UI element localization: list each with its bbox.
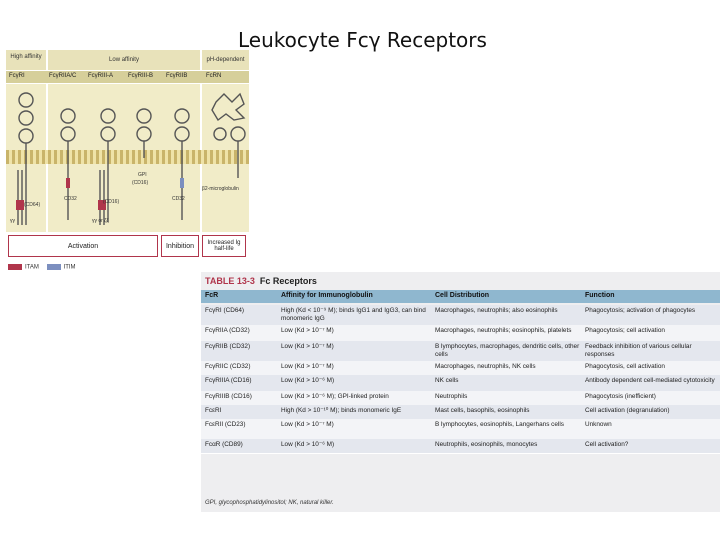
table-cell: Antibody dependent cell-mediated cytotox… — [585, 377, 715, 384]
table-row: FcγRIIC (CD32) Low (Kd > 10⁻⁷ M) Macrophag… — [201, 361, 720, 376]
table-title-text: Fc Receptors — [259, 276, 317, 286]
table-cell: Cell activation? — [585, 441, 629, 448]
cell-membrane — [6, 150, 249, 164]
table-row: FcεRI High (Kd > 10⁻¹⁰ M); binds monomeri… — [201, 405, 720, 420]
table-cell: FcγRIIA (CD32) — [205, 327, 250, 334]
table-row: FcγRIIIA (CD16) Low (Kd > 10⁻⁶ M) NK cells… — [201, 375, 720, 392]
receptor-name: FcγRI — [9, 73, 25, 79]
table-row: FcγRI (CD64) High (Kd < 10⁻⁹ M); binds Ig… — [201, 305, 720, 326]
receptor-name: FcRN — [206, 73, 222, 79]
table-cell: B lymphocytes, macrophages, dendritic ce… — [435, 343, 580, 358]
itim-label: ITIM — [63, 264, 76, 271]
fc-receptor-table: TABLE 13-3 Fc Receptors FcR Affinity for… — [201, 272, 720, 512]
receptor-diagram — [16, 92, 246, 225]
table-title: TABLE 13-3 Fc Receptors — [205, 276, 317, 286]
inhibition-label: Inhibition — [165, 242, 195, 250]
table-cell: Low (Kd > 10⁻⁷ M) — [281, 421, 334, 428]
table-cell: Macrophages, neutrophils, NK cells — [435, 363, 536, 370]
table-cell: FcγRIIC (CD32) — [205, 363, 251, 370]
annotation: (CD64) — [24, 202, 41, 208]
table-cell: Low (Kd > 10⁻⁷ M) — [281, 327, 334, 334]
table-cell: FcγRIIIB (CD16) — [205, 393, 252, 400]
fcgriiib-receptor-icon — [136, 108, 152, 158]
table-cell: Unknown — [585, 421, 612, 428]
table-cell: FcγRIIB (CD32) — [205, 343, 251, 350]
fcrn-receptor-icon — [211, 92, 246, 178]
column-header: Cell Distribution — [435, 292, 490, 299]
annotation: (CD16) — [132, 180, 149, 186]
annotation: γγ or ζζ — [92, 218, 109, 224]
table-cell: Phagocytosis (inefficient) — [585, 393, 656, 400]
table-cell: Phagocytosis, cell activation — [585, 363, 665, 370]
annotation: β2-microglobulin — [202, 186, 239, 192]
table-cell: Mast cells, basophils, eosinophils — [435, 407, 530, 414]
receptor-name: FcγRIIA/C — [49, 73, 77, 79]
column-header: Function — [585, 292, 615, 299]
annotation: (CD16) — [103, 199, 120, 205]
receptor-name: FcγRIII-B — [128, 73, 153, 79]
table-cell: Neutrophils, eosinophils, monocytes — [435, 441, 538, 448]
slide-title: Leukocyte Fcγ Receptors — [238, 28, 487, 52]
table-number: TABLE 13-3 — [205, 276, 255, 286]
table-cell: Neutrophils — [435, 393, 468, 400]
low-affinity-header: Low affinity — [48, 50, 200, 70]
table-cell: FcεRI — [205, 407, 222, 414]
fcgriib-receptor-icon — [174, 108, 190, 220]
column-header: FcR — [205, 292, 219, 299]
table-row: FcγRIIIB (CD16) Low (Kd > 10⁻⁶ M); GPI-li… — [201, 391, 720, 406]
table-cell: FcεRII (CD23) — [205, 421, 246, 428]
ph-dependent-header: pH-dependent — [202, 50, 249, 70]
fc-receptor-figure: High affinity Low affinity pH-dependent … — [6, 50, 249, 275]
table-footnote: GPI, glycophosphatidylinositol; NK, natu… — [205, 500, 334, 506]
ph-dependent-label: pH-dependent — [206, 57, 245, 63]
annotation: CD32 — [64, 196, 77, 202]
halflife-bar: Increased Ig half-life — [202, 235, 246, 257]
table-cell: Low (Kd > 10⁻⁶ M) — [281, 441, 335, 448]
activation-bar: Activation — [8, 235, 158, 257]
table-cell: Low (Kd > 10⁻⁶ M) — [281, 377, 335, 384]
table-row: FcγRIIB (CD32) Low (Kd > 10⁻⁷ M) B lymphoc… — [201, 341, 720, 362]
itam-label: ITAM — [25, 264, 39, 271]
annotation: γγ — [10, 218, 15, 224]
fcgri-receptor-icon — [16, 92, 34, 225]
table-row: FcγRIIA (CD32) Low (Kd > 10⁻⁷ M) Macrophag… — [201, 325, 720, 342]
itim-swatch-icon — [46, 264, 61, 270]
annotation: GPI — [138, 172, 147, 178]
fcgriia-receptor-icon — [60, 108, 76, 220]
column-header: Affinity for Immunoglobulin — [281, 292, 373, 299]
figure-legend: ITAM ITIM — [8, 264, 76, 271]
itam-swatch-icon — [8, 264, 22, 270]
receptor-name: FcγRIIB — [166, 73, 188, 79]
table-cell: High (Kd > 10⁻¹⁰ M); binds monomeric IgE — [281, 407, 402, 414]
table-row: FcεRII (CD23) Low (Kd > 10⁻⁷ M) B lymphocy… — [201, 419, 720, 440]
table-cell: B lymphocytes, eosinophils, Langerhans c… — [435, 421, 564, 428]
table-cell: High (Kd < 10⁻⁹ M); binds IgG1 and IgG3,… — [281, 307, 426, 322]
table-cell: FcγRIIIA (CD16) — [205, 377, 252, 384]
table-cell: Cell activation (degranulation) — [585, 407, 670, 414]
fcgriiia-receptor-icon — [98, 108, 116, 225]
high-affinity-header: High affinity — [6, 50, 46, 70]
table-cell: Low (Kd > 10⁻⁶ M); GPI-linked protein — [281, 393, 389, 400]
high-affinity-label: High affinity — [10, 54, 42, 60]
table-cell: Macrophages, neutrophils; eosinophils, p… — [435, 327, 572, 334]
table-cell: Macrophages, neutrophils; also eosinophi… — [435, 307, 558, 314]
table-row: FcαR (CD89) Low (Kd > 10⁻⁶ M) Neutrophils,… — [201, 439, 720, 454]
table-cell: NK cells — [435, 377, 459, 384]
activation-label: Activation — [67, 242, 99, 250]
annotation: CD32 — [172, 196, 185, 202]
table-cell: Low (Kd > 10⁻⁷ M) — [281, 343, 334, 350]
table-cell: Phagocytosis; cell activation — [585, 327, 665, 334]
halflife-label: Increased Ig half-life — [207, 240, 241, 252]
table-cell: Phagocytosis; activation of phagocytes — [585, 307, 696, 314]
table-cell: Low (Kd > 10⁻⁷ M) — [281, 363, 334, 370]
table-cell: FcγRI (CD64) — [205, 307, 245, 314]
receptor-name: FcγRIII-A — [88, 73, 113, 79]
receptor-names-row: FcγRI FcγRIIA/C FcγRIII-A FcγRIII-B FcγR… — [6, 71, 249, 83]
low-affinity-label: Low affinity — [109, 57, 139, 63]
table-header: FcR Affinity for Immunoglobulin Cell Dis… — [201, 290, 720, 303]
table-cell: FcαR (CD89) — [205, 441, 243, 448]
table-cell: Feedback inhibition of various cellular … — [585, 343, 692, 358]
inhibition-bar: Inhibition — [161, 235, 199, 257]
